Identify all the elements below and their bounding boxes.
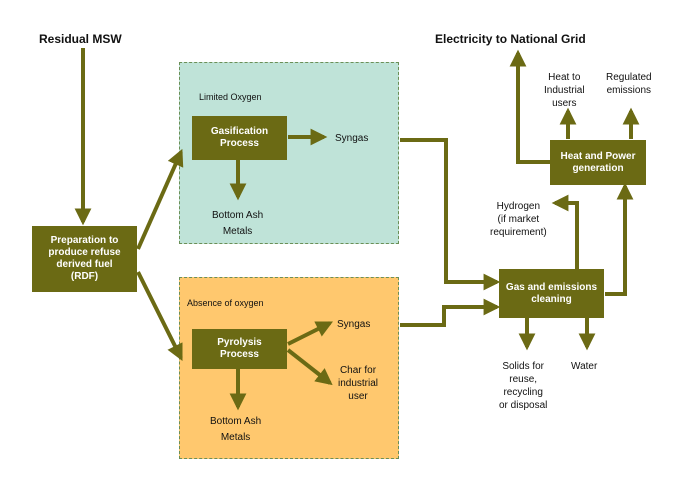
arrow-gas-cleaning-to-heat-power <box>605 182 634 296</box>
electricity-title: Electricity to National Grid <box>435 32 586 46</box>
gasification-process-node: Gasification Process <box>192 116 287 160</box>
bottom-ash-metals-top-label: Bottom Ash Metals <box>212 210 264 237</box>
preparation-rdf-node: Preparation to produce refuse derived fu… <box>32 226 137 292</box>
arrow-gas-cleaning-to-hydrogen <box>551 194 579 269</box>
arrow-syngas-bottom-to-gas-cleaning <box>400 298 501 327</box>
limited-oxygen-label: Limited Oxygen <box>199 92 262 102</box>
gas-emissions-cleaning-node: Gas and emissions cleaning <box>499 269 604 318</box>
water-label: Water <box>571 361 598 372</box>
pyrolysis-process-node: Pyrolysis Process <box>192 329 287 369</box>
heat-to-industrial-users-label: Heat to Industrial users <box>544 72 585 109</box>
regulated-emissions-label: Regulated emissions <box>606 72 652 96</box>
char-industrial-user-label: Char for industrial user <box>338 365 379 402</box>
arrow-pyrolysis-to-syngas <box>287 321 334 346</box>
arrow-pyrolysis-to-char <box>286 348 333 386</box>
arrow-heat-power-to-electricity <box>509 49 550 164</box>
heat-power-generation-node: Heat and Power generation <box>550 140 646 185</box>
arrow-preparation-to-gasification <box>136 148 184 250</box>
bottom-ash-metals-bottom-label: Bottom Ash Metals <box>210 416 262 443</box>
syngas-bottom-label: Syngas <box>337 319 371 330</box>
syngas-top-label: Syngas <box>335 133 369 144</box>
hydrogen-label: Hydrogen (if market requirement) <box>490 201 547 238</box>
solids-reuse-label: Solids for reuse, recycling or disposal <box>499 361 548 411</box>
residual-msw-title: Residual MSW <box>39 32 122 46</box>
absence-of-oxygen-label: Absence of oxygen <box>187 298 264 308</box>
arrow-syngas-top-to-gas-cleaning <box>400 138 501 291</box>
arrow-preparation-to-pyrolysis <box>136 271 183 362</box>
